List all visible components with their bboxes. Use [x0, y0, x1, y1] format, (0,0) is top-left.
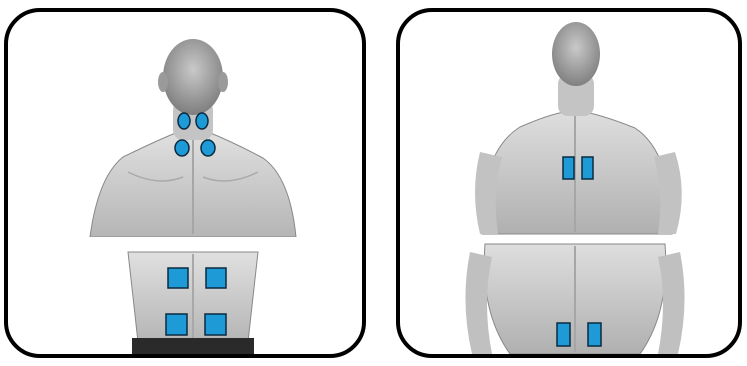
neck-pad-3: [175, 140, 189, 156]
lower-back-pad-right-1: [557, 323, 570, 346]
lower-back-view-left: [128, 252, 258, 354]
neck-pad-2: [196, 113, 208, 129]
lower-back-pad-2: [206, 268, 226, 288]
lower-back-pad-4: [205, 314, 226, 335]
shorts: [132, 338, 254, 354]
mid-back-view: [475, 22, 682, 234]
body-figure-left: [8, 12, 362, 354]
placement-panel-left: [4, 8, 366, 358]
mid-back-pad-1: [563, 157, 574, 179]
placement-panel-right: [396, 8, 742, 358]
mid-back-pad-2: [582, 157, 593, 179]
neck-pad-1: [178, 113, 190, 129]
body-figure-right: [400, 12, 738, 354]
lower-back-pad-right-2: [588, 323, 601, 346]
upper-back-view: [90, 39, 296, 237]
lower-back-pad-1: [168, 268, 188, 288]
lower-back-view-right: [465, 244, 684, 354]
head: [552, 22, 600, 86]
head: [163, 39, 223, 115]
neck-pad-4: [201, 140, 215, 156]
lower-back-pad-3: [166, 314, 187, 335]
